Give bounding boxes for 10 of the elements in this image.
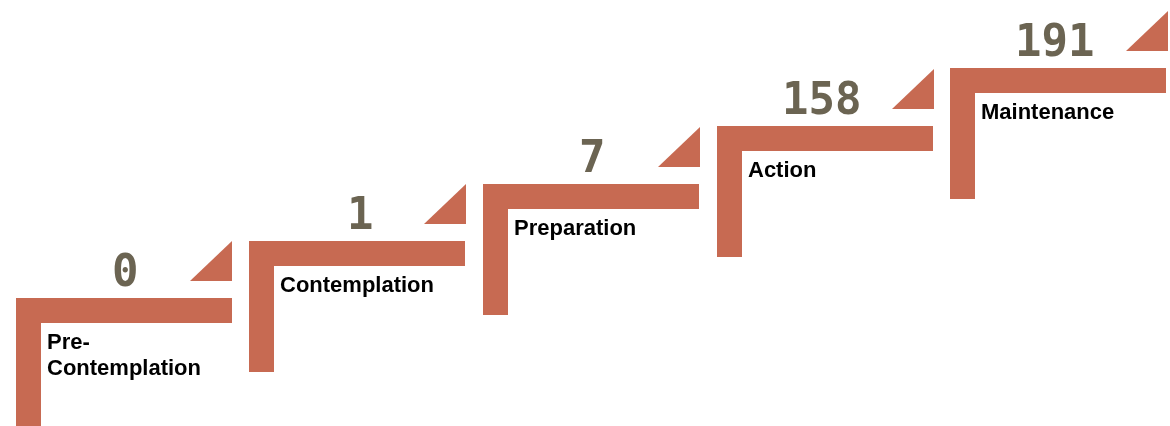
count-number: 0 xyxy=(112,248,139,294)
stage-label: Action xyxy=(748,157,818,183)
count-number: 191 xyxy=(1015,18,1095,64)
stage-label: Contemplation xyxy=(280,272,435,298)
count-number: 7 xyxy=(579,134,606,180)
stage-label: Maintenance xyxy=(981,99,1116,125)
count-number: 1 xyxy=(347,191,374,237)
stage-label: Preparation xyxy=(514,215,638,241)
stage-label: Pre-Contemplation xyxy=(47,329,202,381)
count-number: 158 xyxy=(782,76,862,122)
